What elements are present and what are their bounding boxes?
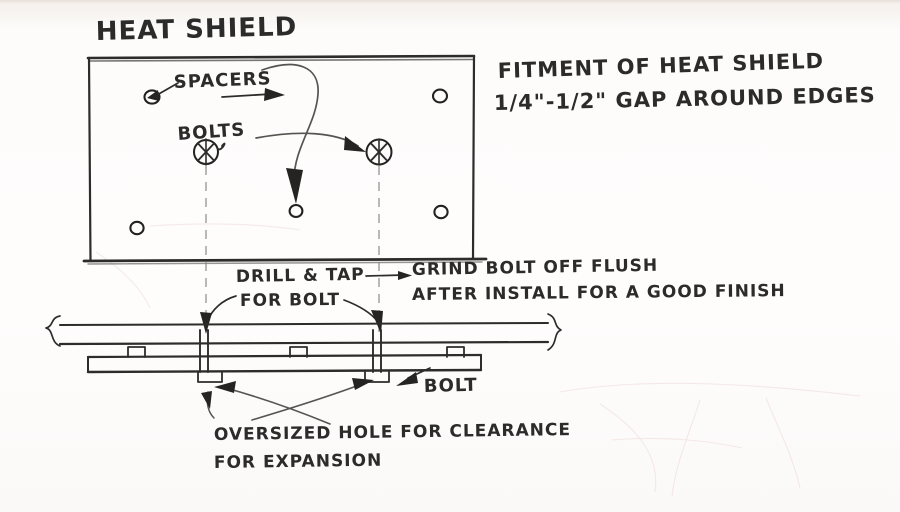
section-bolt-right	[364, 329, 390, 383]
spacer-hole-top-right	[431, 88, 449, 104]
grind-note-line-2: AFTER INSTALL FOR A GOOD FINISH	[412, 281, 786, 305]
grind-note-line-1: GRIND BOLT OFF FLUSH	[412, 256, 659, 280]
bolt-callout-leader	[396, 367, 431, 386]
drill-tap-note-line-2: FOR BOLT	[240, 290, 340, 311]
spacer-block-3	[446, 346, 465, 358]
spacer-curved-leader	[261, 63, 319, 204]
bolts-label: BOLTS	[177, 119, 246, 145]
section-lower-shield	[86, 353, 483, 374]
page-title: HEAT SHIELD	[95, 12, 297, 47]
oversized-hole-note-line-1: OVERSIZED HOLE FOR CLEARANCE	[214, 420, 571, 445]
spacers-leader-right	[221, 88, 285, 101]
spacer-hole-bottom-right	[433, 204, 449, 220]
bolt-mark-left	[193, 138, 219, 166]
oversized-hole-leader-down	[201, 391, 215, 419]
fitment-note-line-2: 1/4"-1/2" GAP AROUND EDGES	[494, 83, 876, 115]
spacers-label: SPACERS	[173, 68, 271, 93]
drill-tap-note-line-1: DRILL & TAP	[236, 265, 365, 287]
spacer-block-1	[127, 346, 146, 358]
oversized-hole-note-line-2: FOR EXPANSION	[214, 451, 383, 473]
bolts-label-tick	[217, 142, 226, 151]
section-upper-panel	[45, 313, 562, 351]
drill-tap-leader-left	[200, 295, 237, 334]
spacer-block-2	[289, 346, 308, 358]
bolts-curved-leader	[255, 132, 366, 152]
spacer-hole-bottom-left	[129, 220, 145, 236]
drill-tap-leader-right	[343, 299, 383, 334]
grind-note-leader	[365, 271, 412, 280]
oversized-hole-leader-left	[251, 378, 374, 421]
spacer-hole-center	[288, 203, 304, 219]
bolt-mark-right	[365, 138, 393, 166]
bolt-callout-label: BOLT	[424, 375, 478, 397]
fitment-note-line-1: FITMENT OF HEAT SHIELD	[497, 49, 824, 83]
spacers-leader-left	[147, 82, 179, 101]
spacer-hole-top-left	[143, 89, 161, 105]
heat-shield-plan-outline	[82, 54, 488, 265]
section-bolt-left	[197, 329, 223, 383]
oversized-hole-leader-right	[214, 381, 331, 425]
